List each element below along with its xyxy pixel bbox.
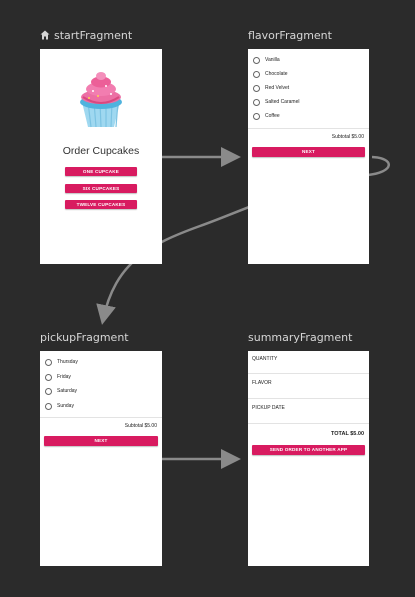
radio-button-icon[interactable] [253,70,260,78]
start-fragment-screen[interactable]: Order Cupcakes ONE CUPCAKE SIX CUPCAKES … [40,49,162,264]
divider [248,373,369,374]
divider [248,128,369,129]
pickup-option-sunday[interactable]: Sunday [45,401,74,411]
next-button[interactable]: NEXT [44,436,158,446]
summary-fragment-screen[interactable]: QUANTITY FLAVOR PICKUP DATE TOTAL $5.00 … [248,351,369,566]
flavor-option-chocolate[interactable]: Chocolate [253,69,288,79]
flavor-fragment-screen[interactable]: Vanilla Chocolate Red Velvet Salted Cara… [248,49,369,264]
divider [248,398,369,399]
start-fragment-title-text: startFragment [54,29,133,42]
flavor-option-red-velvet[interactable]: Red Velvet [253,83,289,93]
pickup-fragment-screen[interactable]: Thursday Friday Saturday Sunday Subtotal… [40,351,162,566]
next-button[interactable]: NEXT [252,147,365,157]
pickup-fragment-title: pickupFragment [40,331,129,344]
quantity-label: QUANTITY [252,356,278,362]
pickup-option-thursday[interactable]: Thursday [45,357,78,367]
pickup-date-label: PICKUP DATE [252,405,285,411]
radio-button-icon[interactable] [45,358,52,366]
divider [248,423,369,424]
radio-button-icon[interactable] [253,84,260,92]
order-cupcakes-heading: Order Cupcakes [62,145,140,157]
divider [40,417,162,418]
one-cupcake-button[interactable]: ONE CUPCAKE [65,167,137,176]
flavor-option-salted-caramel[interactable]: Salted Caramel [253,97,299,107]
radio-button-icon[interactable] [45,387,52,395]
total-label: TOTAL $5.00 [330,431,364,437]
twelve-cupcakes-button[interactable]: TWELVE CUPCAKES [65,200,137,209]
flavor-option-vanilla[interactable]: Vanilla [253,55,280,65]
summary-fragment-title: summaryFragment [248,331,353,344]
radio-button-icon[interactable] [45,373,52,381]
subtotal-label: Subtotal $5.00 [124,423,157,429]
radio-button-icon[interactable] [253,112,260,120]
radio-button-icon[interactable] [253,56,260,64]
radio-button-icon[interactable] [253,98,260,106]
flavor-option-coffee[interactable]: Coffee [253,111,280,121]
send-order-button[interactable]: SEND ORDER TO ANOTHER APP [252,445,365,455]
start-fragment-title: startFragment [40,29,132,43]
six-cupcakes-button[interactable]: SIX CUPCAKES [65,184,137,193]
flavor-label: FLAVOR [252,380,272,386]
pickup-option-friday[interactable]: Friday [45,372,71,382]
subtotal-label: Subtotal $5.00 [331,134,364,140]
pickup-option-saturday[interactable]: Saturday [45,386,77,396]
home-icon [40,30,50,43]
radio-button-icon[interactable] [45,402,52,410]
flavor-fragment-title: flavorFragment [248,29,332,42]
cupcake-icon [80,72,122,128]
